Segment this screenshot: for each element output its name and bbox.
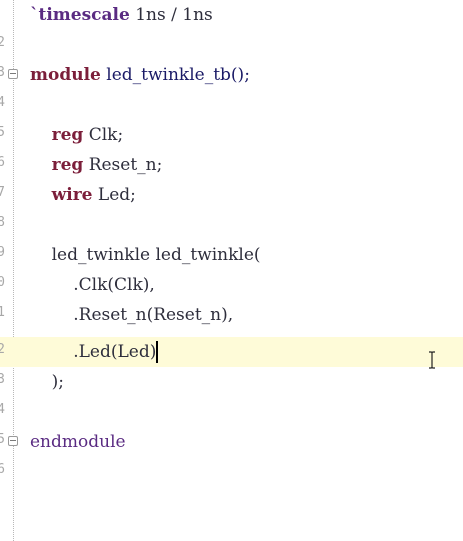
fold-minus-icon[interactable] — [8, 69, 18, 79]
line-number: 4 — [0, 95, 5, 110]
gutter-separator — [13, 0, 14, 541]
keyword-token: reg — [51, 155, 84, 175]
code-token: Clk; — [83, 125, 124, 145]
keyword-token: wire — [51, 185, 93, 205]
line-number: 0 — [0, 275, 5, 290]
indent — [30, 372, 52, 392]
code-line-7[interactable]: 7 wire Led; — [0, 180, 463, 210]
line-number: 8 — [0, 215, 5, 230]
code-line-10[interactable]: 0 .Clk(Clk), — [0, 270, 463, 300]
text-caret — [156, 341, 159, 363]
code-token: led_twinkle_tb(); — [100, 65, 250, 85]
line-number: 7 — [0, 185, 5, 200]
directive-token: `timescale — [30, 5, 130, 25]
code-line-13[interactable]: 3 ); — [0, 367, 463, 397]
code-text[interactable]: ); — [30, 371, 64, 393]
code-token: .Led(Led) — [73, 342, 157, 362]
code-line-6[interactable]: 6 reg Reset_n; — [0, 150, 463, 180]
code-token: ); — [51, 372, 64, 392]
line-number: 4 — [0, 402, 5, 417]
indent — [30, 125, 52, 145]
code-token: .Clk(Clk), — [73, 275, 155, 295]
code-line-8[interactable]: 8 — [0, 210, 463, 240]
indent — [30, 245, 52, 265]
code-line-16[interactable]: 6 — [0, 457, 463, 487]
code-text[interactable]: `timescale 1ns / 1ns — [30, 4, 213, 26]
code-token: 1ns / 1ns — [129, 5, 213, 25]
code-token: led_twinkle led_twinkle( — [51, 245, 261, 265]
line-number: 5 — [0, 432, 5, 447]
code-text[interactable]: .Clk(Clk), — [30, 274, 155, 296]
line-number: 5 — [0, 125, 5, 140]
code-text[interactable]: led_twinkle led_twinkle( — [30, 244, 261, 266]
line-number: 1 — [0, 305, 5, 320]
code-text[interactable]: wire Led; — [30, 184, 136, 206]
line-number: 2 — [0, 35, 5, 50]
line-number: 6 — [0, 155, 5, 170]
indent — [30, 305, 73, 325]
indent — [30, 342, 73, 362]
code-text[interactable]: reg Clk; — [30, 124, 124, 146]
code-line-2[interactable]: 2 — [0, 30, 463, 60]
code-line-12-current[interactable]: 2 .Led(Led) — [0, 337, 463, 367]
line-number: 3 — [0, 65, 5, 80]
code-line-14[interactable]: 4 — [0, 397, 463, 427]
indent — [30, 155, 52, 175]
code-line-15[interactable]: 5 endmodule — [0, 427, 463, 457]
indent — [30, 185, 52, 205]
code-text[interactable]: .Led(Led) — [30, 341, 159, 363]
line-number: 6 — [0, 462, 5, 477]
indent — [30, 275, 73, 295]
code-text[interactable]: reg Reset_n; — [30, 154, 163, 176]
code-token: Led; — [92, 185, 136, 205]
keyword-token: reg — [51, 125, 84, 145]
code-text[interactable]: endmodule — [30, 431, 126, 453]
code-token: .Reset_n(Reset_n), — [73, 305, 234, 325]
code-line-3[interactable]: 3 module led_twinkle_tb(); — [0, 60, 463, 90]
fold-minus-icon[interactable] — [8, 436, 18, 446]
line-number: 2 — [0, 342, 5, 357]
line-number: 3 — [0, 372, 5, 387]
code-line-4[interactable]: 4 — [0, 90, 463, 120]
code-line-11[interactable]: 1 .Reset_n(Reset_n), — [0, 300, 463, 330]
code-text[interactable]: module led_twinkle_tb(); — [30, 64, 250, 86]
code-line-1[interactable]: `timescale 1ns / 1ns — [0, 0, 463, 30]
code-line-9[interactable]: 9 led_twinkle led_twinkle( — [0, 240, 463, 270]
keyword-token: endmodule — [30, 432, 126, 452]
line-number: 9 — [0, 245, 5, 260]
line-number-gutter — [0, 0, 14, 541]
code-token: Reset_n; — [83, 155, 163, 175]
text-ibeam-cursor-icon — [429, 351, 435, 369]
code-line-5[interactable]: 5 reg Clk; — [0, 120, 463, 150]
code-text[interactable]: .Reset_n(Reset_n), — [30, 304, 233, 326]
keyword-token: module — [30, 65, 101, 85]
